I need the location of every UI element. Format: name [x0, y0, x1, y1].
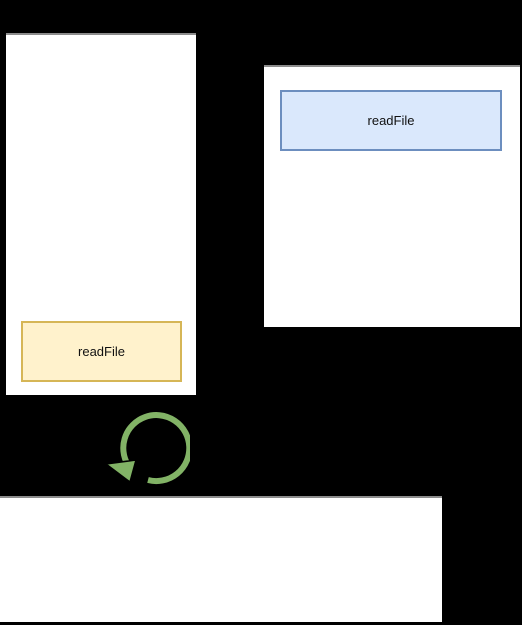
callback-queue-panel: [0, 496, 442, 622]
web-api-readfile-label: readFile: [367, 113, 415, 128]
call-stack-panel: readFile: [6, 33, 196, 395]
call-stack-readfile-label: readFile: [78, 344, 125, 359]
web-api-panel: readFile: [264, 65, 520, 327]
web-api-readfile-box: readFile: [280, 90, 502, 151]
call-stack-readfile-box: readFile: [21, 321, 182, 382]
circular-arrow-icon: [100, 404, 194, 492]
